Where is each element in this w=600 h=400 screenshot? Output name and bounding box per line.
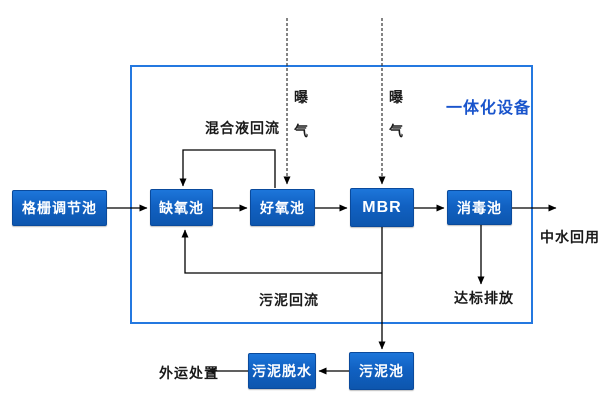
label-offsite-disposal: 外运处置	[159, 365, 219, 381]
flow-mixed-liquor-reflux	[179, 149, 276, 188]
label-aeration-1: 曝气	[294, 89, 308, 139]
node-aerobic-tank: 好氧池	[250, 189, 315, 226]
label-sludge-reflux: 污泥回流	[259, 292, 319, 308]
flow-sludge-reflux	[181, 229, 382, 274]
label-standard-discharge: 达标排放	[454, 290, 514, 306]
node-sludge-dewatering: 污泥脱水	[248, 353, 316, 389]
integrated-equipment-boundary	[130, 65, 533, 324]
label-water-reuse: 中水回用	[540, 229, 600, 245]
node-anoxic-tank: 缺氧池	[150, 189, 213, 226]
label-integrated-equipment: 一体化设备	[446, 100, 532, 117]
node-mbr: MBR	[350, 188, 414, 227]
node-grid-regulating-tank: 格栅调节池	[12, 190, 107, 226]
node-disinfection-tank: 消毒池	[447, 190, 512, 225]
node-sludge-tank: 污泥池	[349, 352, 414, 390]
label-aeration-2: 曝气	[389, 89, 403, 139]
label-mixed-liquor-reflux: 混合液回流	[205, 120, 280, 136]
